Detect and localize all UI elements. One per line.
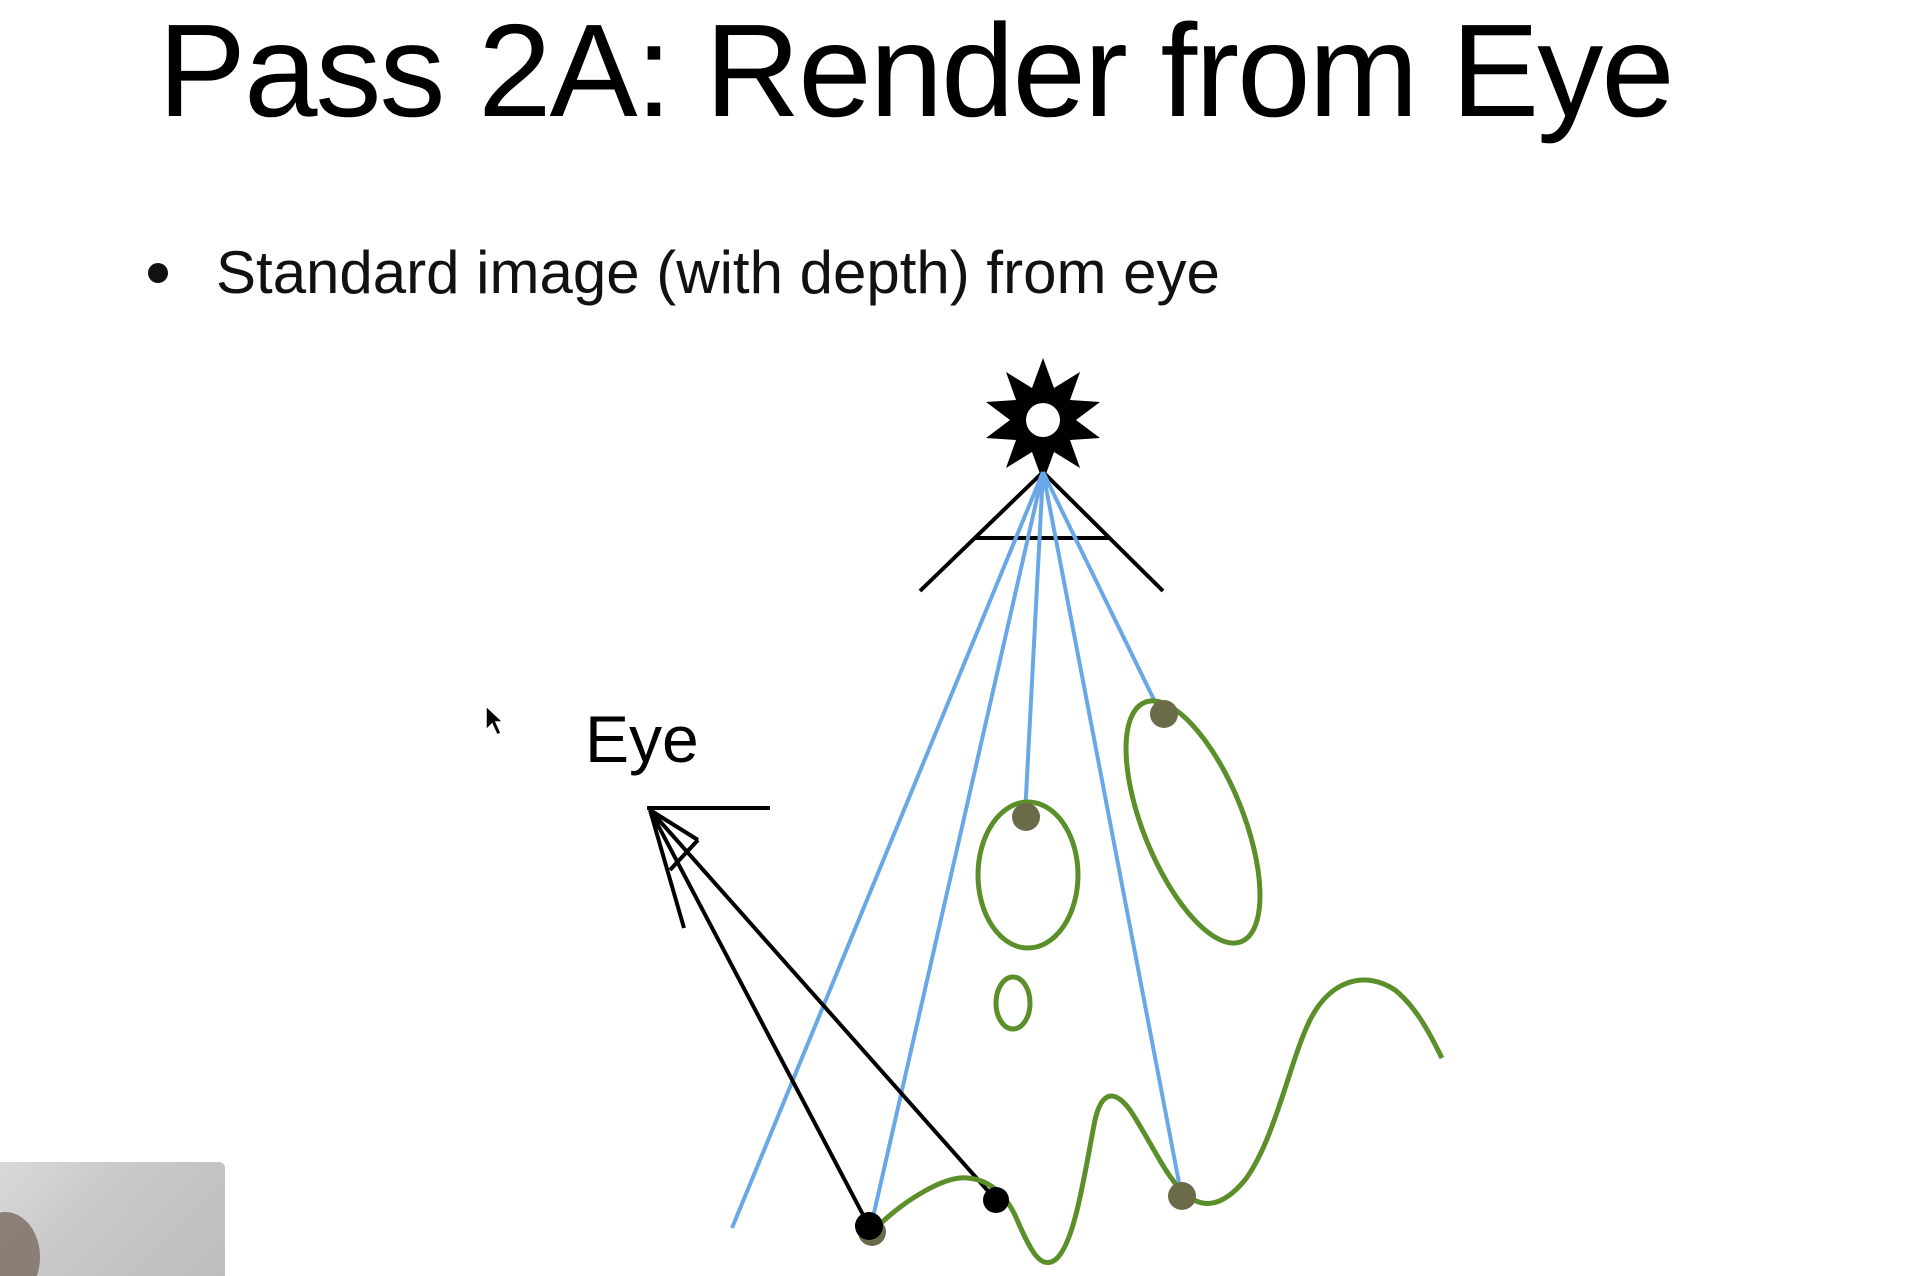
light-frustum-left [920, 472, 1043, 591]
mouse-cursor-icon [486, 706, 503, 735]
eye-rays [650, 810, 996, 1228]
webcam-person [0, 1212, 40, 1276]
light-ray [1043, 472, 1160, 712]
light-ray [1043, 472, 1181, 1193]
light-ray [871, 472, 1043, 1226]
light-hit-point [1012, 803, 1040, 831]
eye-hit-point [983, 1187, 1009, 1213]
scene-ellipse-small [996, 977, 1030, 1029]
light-ray [1025, 472, 1043, 815]
webcam-thumbnail [0, 1162, 225, 1276]
light-ray [732, 472, 1043, 1228]
light-hit-point [1168, 1182, 1196, 1210]
light-hit-point [1150, 700, 1178, 728]
eye-hit-point [855, 1212, 883, 1240]
scene-surfaces [878, 684, 1442, 1263]
light-source-core [1026, 403, 1060, 437]
eye-label: Eye [585, 702, 699, 776]
light-source-icon [986, 358, 1100, 482]
ground-surface [878, 980, 1442, 1263]
light-rays [732, 472, 1181, 1228]
